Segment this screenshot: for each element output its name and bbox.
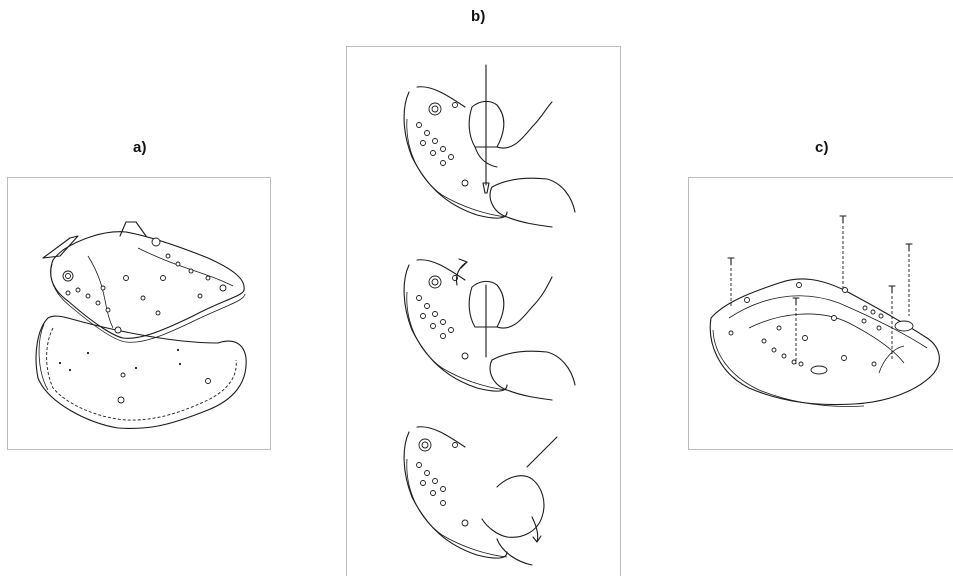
step-a-panel (7, 177, 271, 450)
screwdriver-sequence-illustration (403, 64, 576, 566)
step-c-panel (688, 177, 953, 450)
step-b-panel (346, 46, 621, 576)
exploded-plate-illustration (35, 221, 247, 429)
substep-1 (403, 64, 576, 228)
cover-plate (42, 221, 246, 343)
step-c-label: c) (815, 139, 829, 156)
screw-insertion-illustration (709, 215, 940, 407)
substep-3 (403, 426, 558, 566)
screws (727, 215, 913, 364)
step-a-label: a) (133, 139, 147, 156)
base-tray-with-holes (709, 278, 940, 407)
step-b-label: b) (471, 8, 486, 25)
substep-2 (403, 258, 576, 401)
base-tray (35, 315, 247, 429)
